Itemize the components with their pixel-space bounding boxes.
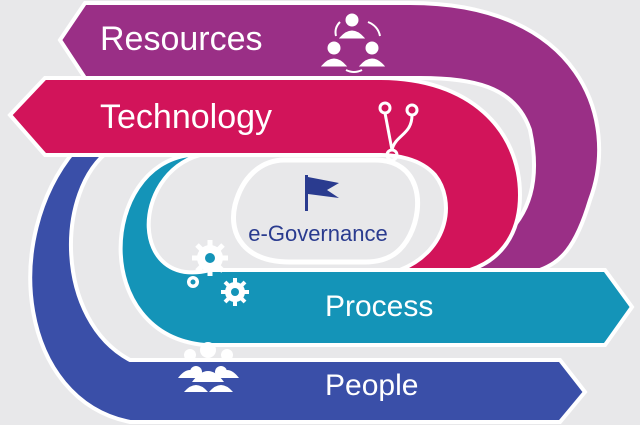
- band-people: [28, 148, 588, 424]
- flag-icon: [305, 175, 339, 211]
- band-label-resources: Resources: [100, 20, 263, 58]
- center-label: e-Governance: [248, 221, 387, 246]
- band-label-technology: Technology: [100, 98, 272, 136]
- center-core: [231, 157, 421, 265]
- branch-icon: [378, 101, 419, 162]
- group-icon: [178, 342, 239, 392]
- gears-icon: [187, 240, 249, 306]
- band-label-process: Process: [325, 290, 433, 323]
- people-exchange-icon: [320, 13, 386, 73]
- band-process: [118, 153, 635, 347]
- band-label-people: People: [325, 369, 418, 402]
- band-technology: [7, 76, 523, 272]
